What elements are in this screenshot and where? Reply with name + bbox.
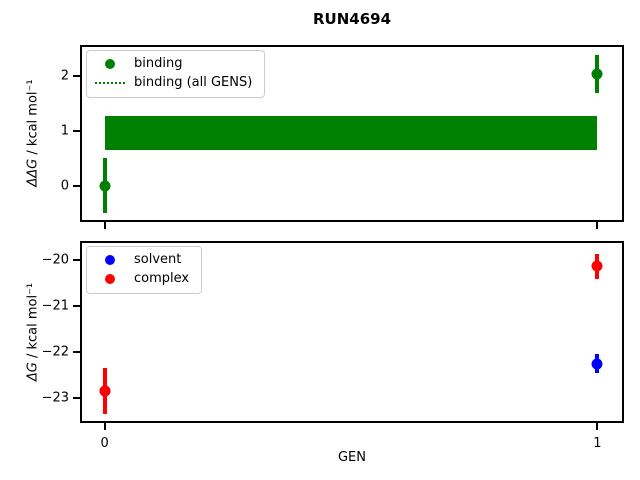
y-tick-label: 1 — [60, 123, 69, 139]
legend-swatch — [94, 274, 126, 285]
y-tick-label: 0 — [60, 178, 69, 194]
top-plot-axes: 0 1 2 binding binding (all GENS) — [61, 45, 624, 229]
legend-swatch — [94, 59, 126, 70]
x-tick-mark — [103, 222, 106, 229]
bottom-plot-y-axis-label: ΔG / kcal mol⁻¹ — [26, 283, 41, 381]
y-axis-label-units: / kcal mol⁻¹ — [25, 79, 41, 159]
y-tick-label: 2 — [60, 68, 69, 84]
y-tick-label: −20 — [41, 252, 69, 268]
legend-item: binding — [94, 56, 252, 71]
y-tick-mark — [73, 75, 80, 78]
legend-dot-icon — [105, 59, 115, 70]
x-axis-label: GEN — [337, 450, 366, 465]
legend-swatch — [94, 255, 126, 266]
top-plot-y-axis-label: ΔΔG / kcal mol⁻¹ — [26, 79, 41, 186]
legend-label: binding — [134, 56, 183, 71]
legend-label: binding (all GENS) — [134, 75, 253, 91]
bottom-plot-axes: −20 −21 −22 −23 0 1 solvent complex — [42, 241, 624, 450]
x-tick-mark — [596, 222, 599, 229]
y-axis-label-units: / kcal mol⁻¹ — [25, 282, 41, 363]
legend-item: solvent — [94, 252, 189, 267]
legend-item: binding (all GENS) — [94, 75, 253, 91]
y-tick-mark — [73, 184, 80, 187]
y-tick-label: −22 — [41, 344, 69, 360]
legend-label: solvent — [134, 252, 182, 267]
y-axis-label-math: ΔG — [25, 362, 41, 382]
y-tick-mark — [73, 130, 80, 133]
y-tick-label: −21 — [41, 298, 69, 314]
legend-item: complex — [94, 271, 190, 287]
x-tick-label: 1 — [593, 436, 602, 451]
legend-swatch — [94, 82, 126, 85]
figure-title: RUN4694 — [312, 10, 392, 28]
legend-dot-icon — [105, 274, 115, 285]
point-solvent — [591, 358, 603, 369]
point-binding — [591, 68, 603, 80]
legend: binding binding (all GENS) — [86, 50, 266, 98]
y-tick-mark — [73, 304, 80, 307]
point-complex — [591, 260, 603, 272]
x-tick-mark — [596, 423, 599, 430]
y-axis-label-math: ΔΔG — [25, 158, 41, 187]
y-tick-label: −23 — [41, 390, 69, 406]
band-binding-all-gens — [104, 116, 598, 151]
x-tick-label: 0 — [100, 436, 109, 451]
point-complex — [99, 385, 111, 397]
x-tick-mark — [103, 423, 106, 430]
legend-dot-icon — [105, 255, 115, 266]
legend: solvent complex — [86, 246, 203, 294]
legend-dotted-line-icon — [95, 82, 125, 85]
legend-label: complex — [134, 271, 190, 287]
y-tick-mark — [73, 396, 80, 399]
y-tick-mark — [73, 350, 80, 353]
y-tick-mark — [73, 258, 80, 261]
point-binding — [99, 180, 111, 192]
